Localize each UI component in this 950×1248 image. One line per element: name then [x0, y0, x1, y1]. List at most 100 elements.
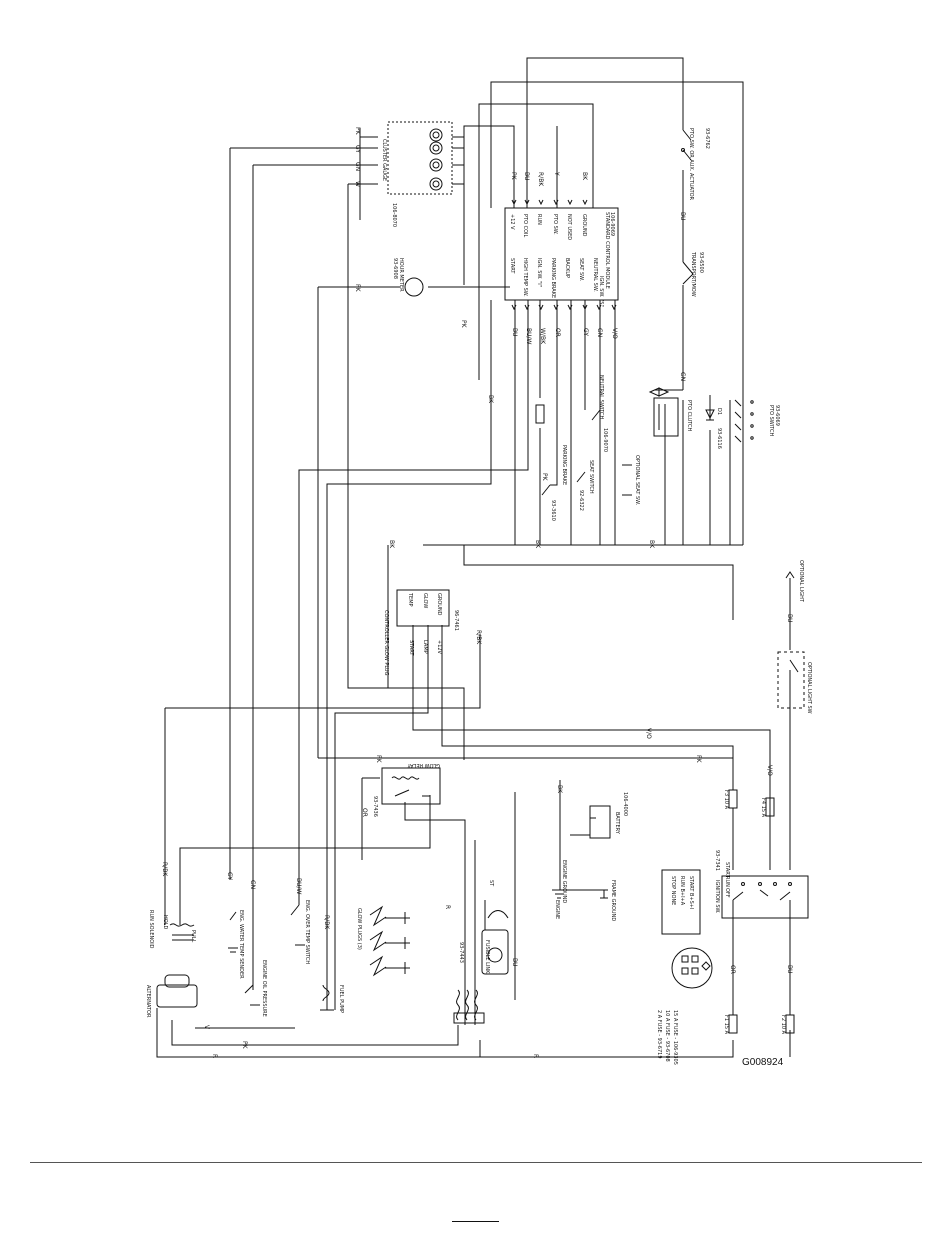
oil-pressure-label: ENGINE OIL PRESSURE	[261, 960, 267, 1017]
wire-label: OR	[554, 328, 561, 337]
wire-label: PK	[510, 172, 517, 181]
diode: D1 93-6116	[705, 408, 722, 449]
wire-label: R/BK	[475, 630, 482, 645]
ignition-pos-start: START	[724, 862, 730, 878]
pto-upper-part: 93-6762	[704, 128, 710, 149]
wire-label: GY	[582, 328, 589, 336]
module-pin-parking: PARKING BRAKE	[550, 258, 556, 298]
pto-switch: PTO SWITCH 93-6069	[734, 399, 780, 443]
fuses: F3 10 A F4 15 A F1 15 A F2 10 A 2 A FUSE…	[656, 789, 795, 1065]
wire-label: PK	[354, 127, 361, 136]
glow-pin-start: START	[408, 640, 414, 656]
optional-light-label: OPTIONAL LIGHT	[798, 560, 804, 603]
footer-rule	[30, 1162, 922, 1163]
optional-light: OPTIONAL LIGHT	[785, 560, 804, 603]
engine-oil-pressure: ENGINE OIL PRESSURE	[244, 960, 267, 1017]
fuel-pump-label: FUEL PUMP	[338, 985, 344, 1013]
page-number-rule	[452, 1221, 499, 1222]
module-pin-neutral: NEUTRAL SW.	[592, 258, 598, 292]
ignition-table-run: RUN B+I+A	[679, 876, 685, 906]
glow-pin-glow: GLOW	[422, 593, 428, 608]
battery-label: BATTERY	[614, 812, 620, 835]
wire-label: R	[211, 1054, 218, 1058]
module-pin-pto-sw: PTO SW.	[552, 214, 558, 235]
optional-seat-switch: OPTIONAL SEAT SW.	[622, 455, 640, 506]
battery-part: 106-4000	[622, 792, 628, 816]
water-temp-label: ENG. WATER TEMP SENDER	[238, 910, 244, 979]
wire-labels: PK GY GN W PK PK BK PK BU R/BK Y BK BU G…	[161, 127, 793, 1058]
wire-label: GN	[354, 162, 361, 171]
fuel-pump: FUEL PUMP	[320, 984, 344, 1013]
wire-label: W	[354, 181, 361, 187]
fuse-f3-label: F3 10 A	[723, 790, 729, 810]
wire-label: OR	[361, 808, 368, 817]
fusible-link-part: 93-7443	[458, 942, 464, 963]
fuse-f4-label: F4 15 A	[760, 798, 766, 818]
wire-label: BU	[679, 212, 686, 221]
frame-ground-label: FRAME GROUND	[610, 880, 616, 921]
wiring	[156, 57, 791, 1058]
hour-meter-part: 93-6908	[392, 258, 398, 279]
fuse-f1-label: F1 15 A	[723, 1015, 729, 1035]
wire-label: Y	[553, 171, 560, 176]
starter: ST	[481, 880, 509, 975]
wire-label: GN	[249, 880, 256, 889]
ignition-switch: IGNITION SW. 93-7341 OFF RUN START	[714, 850, 809, 919]
starter-label: ST	[488, 880, 494, 887]
drawing-code: G008924	[742, 1057, 784, 1068]
engine-label: ENGINE	[554, 900, 560, 919]
module-pin-pto-coil: PTO COIL	[522, 214, 528, 237]
wire-label: V/O	[766, 765, 773, 776]
neutral-switch: NEUTRAL SWITCH 106-9070	[591, 375, 608, 452]
wire-label: R	[444, 905, 451, 909]
fuse-legend-10a: 10 A FUSE - 93-6708	[664, 1010, 670, 1062]
module-pin-ign-s: IGN. SW. "S"	[598, 276, 604, 307]
cluster-gauge-label: CLUSTER GAUGE	[381, 139, 387, 181]
wire-label: GY	[354, 145, 361, 153]
wire-label: OR	[729, 965, 736, 974]
ignition-connector	[671, 947, 713, 989]
eng-water-temp-sender: ENG. WATER TEMP SENDER	[228, 910, 244, 979]
parking-brake-label: PARKING BRAKE	[561, 445, 567, 485]
transport-label: TRANSPORT/MOW	[690, 251, 696, 297]
module-connectors	[511, 199, 617, 311]
wire-label: BU	[511, 958, 518, 967]
wire-label: BU	[511, 328, 518, 337]
neutral-label: NEUTRAL SWITCH	[598, 375, 604, 420]
module-pin-run: RUN	[536, 214, 542, 225]
glow-controller-label: CONTROLLER GLOW PLUG	[383, 610, 389, 676]
wire-label: BK	[556, 785, 563, 794]
glow-relay-label: GLOW RELAY	[406, 762, 440, 768]
run-solenoid-pull: PULL	[190, 930, 196, 942]
wire-label: V/O	[645, 728, 652, 739]
engine-ground-label: ENGINE GROUND	[561, 860, 567, 903]
ignition-pos-run: RUN	[724, 876, 730, 887]
neutral-part: 106-9070	[602, 428, 608, 452]
pto-clutch-label: PTO CLUTCH	[686, 400, 692, 432]
ignition-pos-off: OFF	[724, 888, 730, 898]
parking-brake-switch: PARKING BRAKE 93-3610	[541, 445, 567, 521]
wire-label: BU	[786, 614, 793, 623]
module-pin-high-temp: HIGH TEMP SW.	[522, 258, 528, 297]
wire-label: BK	[487, 395, 494, 404]
control-module-part: 106-9069	[609, 212, 615, 236]
grounds: ENGINE GROUND ENGINE FRAME GROUND	[552, 860, 616, 921]
cluster-gauge: CLUSTER GAUGE 106-8070	[381, 121, 453, 227]
wire-label: BK	[388, 540, 395, 549]
glow-pin-temp: TEMP	[407, 592, 413, 607]
fuse-legend-2a: 2 A FUSE - 93-6719	[656, 1010, 662, 1059]
fusible-link: FUSIBLE LINK 93-7443	[453, 940, 490, 1024]
wire-label: BK	[581, 172, 588, 181]
wire-label: V	[203, 1025, 210, 1030]
run-solenoid-hold: HOLD	[162, 915, 168, 929]
glow-controller-part: 96-7461	[453, 610, 459, 631]
wire-label: PK	[695, 755, 702, 764]
wire-label: V/O	[611, 328, 618, 339]
wire-label: R/BK	[323, 915, 330, 930]
module-pin-ign-i: IGN. SW. "I"	[536, 258, 542, 287]
over-temp-label: ENG. OVER TEMP SWITCH	[304, 900, 310, 964]
wire-label: GY	[226, 872, 233, 880]
wire-label: R	[532, 1054, 539, 1058]
pto-switch-label: PTO SWITCH	[768, 405, 774, 436]
